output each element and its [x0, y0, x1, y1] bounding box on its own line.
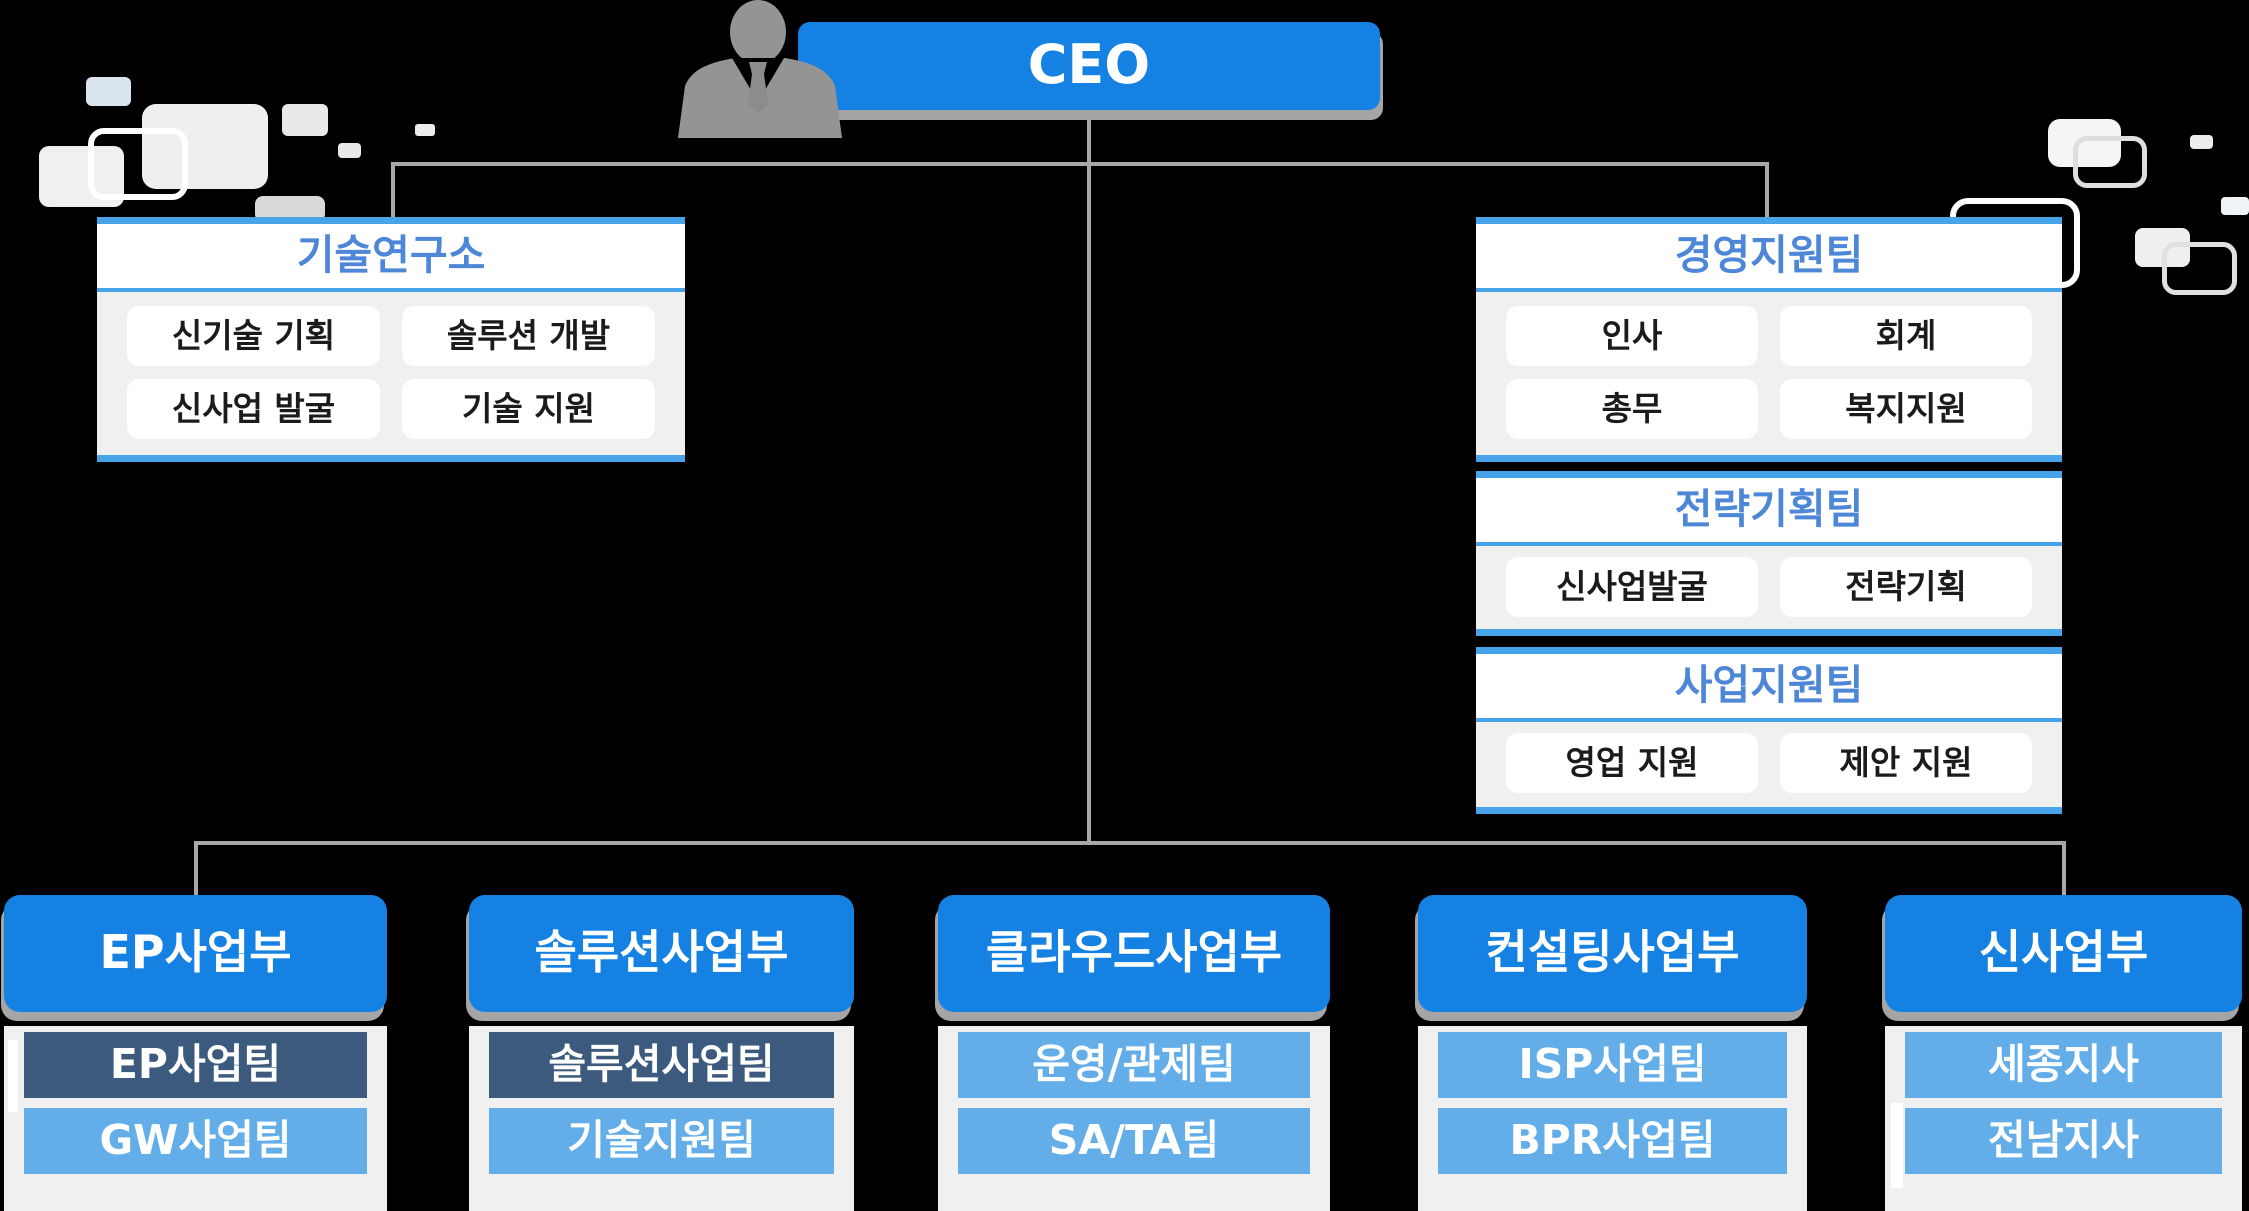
dept-strategy-planning: 전략기획팀 신사업발굴 전략기획: [1476, 471, 2062, 636]
division-cloud-title: 클라우드사업부: [938, 895, 1330, 1012]
decoration-rect: [86, 77, 131, 106]
ceo-box: CEO: [798, 22, 1380, 110]
dept-bizsupport-item: 제안 지원: [1780, 733, 2032, 793]
division-solution-panel: 솔루션사업팀 기술지원팀: [469, 1026, 854, 1211]
dept-strategy-item: 전략기획: [1780, 557, 2032, 617]
connector-lower-horizontal: [194, 841, 2066, 845]
decoration-rect: [1891, 1103, 1903, 1188]
connector-ceo-vertical: [1087, 110, 1091, 845]
dept-strategy-title: 전략기획팀: [1476, 478, 2062, 546]
ceo-label: CEO: [1027, 33, 1151, 96]
dept-management-item: 복지지원: [1780, 379, 2032, 439]
connector-upper-right-drop: [1765, 162, 1769, 219]
division-ep-panel: EP사업팀 GW사업팀: [4, 1026, 387, 1211]
dept-research-item: 신사업 발굴: [127, 379, 380, 439]
division-solution: 솔루션사업부 솔루션사업팀 기술지원팀: [469, 895, 854, 1211]
dept-management-item: 회계: [1780, 306, 2032, 366]
division-newbiz-title: 신사업부: [1885, 895, 2242, 1012]
dept-research: 기술연구소 신기술 기획 솔루션 개발 신사업 발굴 기술 지원: [97, 217, 685, 462]
decoration-rect: [142, 104, 268, 189]
division-ep-title: EP사업부: [4, 895, 387, 1012]
dept-research-title: 기술연구소: [97, 224, 685, 292]
dept-management-item: 인사: [1506, 306, 1758, 366]
decoration-rect: [2221, 197, 2249, 215]
decoration-rect: [8, 1040, 18, 1112]
dept-research-item: 기술 지원: [402, 379, 655, 439]
division-cloud: 클라우드사업부 운영/관제팀 SA/TA팀: [938, 895, 1330, 1211]
decoration-outline-rect: [2162, 242, 2237, 295]
dept-management-title: 경영지원팀: [1476, 224, 2062, 292]
team-bar: ISP사업팀: [1438, 1032, 1787, 1098]
decoration-rect: [338, 143, 361, 158]
dept-management-item: 총무: [1506, 379, 1758, 439]
connector-upper-horizontal: [391, 162, 1769, 166]
team-bar: SA/TA팀: [958, 1108, 1310, 1174]
connector-lower-left-drop: [194, 841, 198, 897]
dept-bizsupport-title: 사업지원팀: [1476, 654, 2062, 722]
dept-business-support: 사업지원팀 영업 지원 제안 지원: [1476, 647, 2062, 814]
team-bar: 기술지원팀: [489, 1108, 834, 1174]
division-ep: EP사업부 EP사업팀 GW사업팀: [4, 895, 387, 1211]
connector-upper-left-drop: [391, 162, 395, 219]
decoration-rect: [2190, 135, 2213, 149]
dept-research-item: 솔루션 개발: [402, 306, 655, 366]
team-bar: 운영/관제팀: [958, 1032, 1310, 1098]
division-cloud-panel: 운영/관제팀 SA/TA팀: [938, 1026, 1330, 1211]
team-bar: GW사업팀: [24, 1108, 367, 1174]
decoration-rect: [282, 104, 328, 136]
division-solution-title: 솔루션사업부: [469, 895, 854, 1012]
division-newbiz-panel: 세종지사 전남지사: [1885, 1026, 2242, 1211]
dept-management-support: 경영지원팀 인사 회계 총무 복지지원: [1476, 217, 2062, 462]
division-consulting-panel: ISP사업팀 BPR사업팀: [1418, 1026, 1807, 1211]
connector-lower-right-drop: [2062, 841, 2066, 897]
team-bar: 전남지사: [1905, 1108, 2222, 1174]
team-bar: BPR사업팀: [1438, 1108, 1787, 1174]
team-bar: 세종지사: [1905, 1032, 2222, 1098]
division-consulting: 컨설팅사업부 ISP사업팀 BPR사업팀: [1418, 895, 1807, 1211]
team-bar: 솔루션사업팀: [489, 1032, 834, 1098]
decoration-outline-rect: [2073, 136, 2147, 188]
dept-bizsupport-item: 영업 지원: [1506, 733, 1758, 793]
businessman-icon: [650, 0, 870, 150]
decoration-rect: [415, 124, 435, 136]
dept-strategy-item: 신사업발굴: [1506, 557, 1758, 617]
dept-research-item: 신기술 기획: [127, 306, 380, 366]
division-new-business: 신사업부 세종지사 전남지사: [1885, 895, 2242, 1211]
team-bar: EP사업팀: [24, 1032, 367, 1098]
decoration-outline-rect: [88, 128, 188, 200]
division-consulting-title: 컨설팅사업부: [1418, 895, 1807, 1012]
